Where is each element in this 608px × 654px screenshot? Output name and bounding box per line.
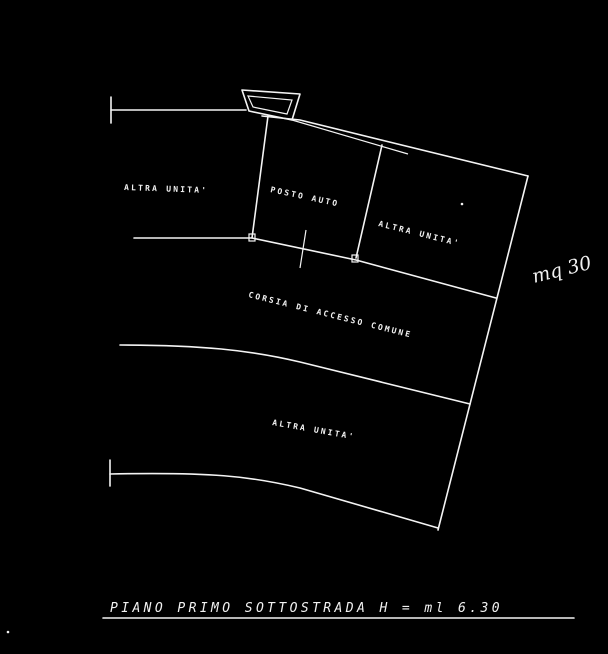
outer-wall-top xyxy=(261,115,529,177)
corridor-upper-boundary xyxy=(133,237,497,299)
drawing-title: PIANO PRIMO SOTTOSTRADA H = ml 6.30 xyxy=(110,601,503,616)
label-altra-unita-right: ALTRA UNITA' xyxy=(378,219,462,248)
posto-auto-divider-wall xyxy=(355,144,383,259)
section-mark xyxy=(299,229,307,269)
posto-auto-left-wall xyxy=(251,115,269,239)
label-altra-unita-bottom: ALTRA UNITA' xyxy=(272,418,356,441)
bottom-left-boundary-line xyxy=(109,472,439,529)
stair-element-inner xyxy=(247,95,293,115)
corridor-lower-boundary xyxy=(119,344,471,405)
label-posto-auto: POSTO AUTO xyxy=(270,185,341,208)
outer-wall-right xyxy=(437,175,529,531)
point-marker xyxy=(460,202,464,206)
label-corsia: CORSIA DI ACCESSO COMUNE xyxy=(248,290,414,339)
corner-dot xyxy=(6,630,10,634)
label-altra-unita-left: ALTRA UNITA' xyxy=(124,183,208,195)
area-note: mq 30 xyxy=(530,252,594,288)
stair-element xyxy=(241,89,301,121)
top-offset-line xyxy=(291,119,409,155)
